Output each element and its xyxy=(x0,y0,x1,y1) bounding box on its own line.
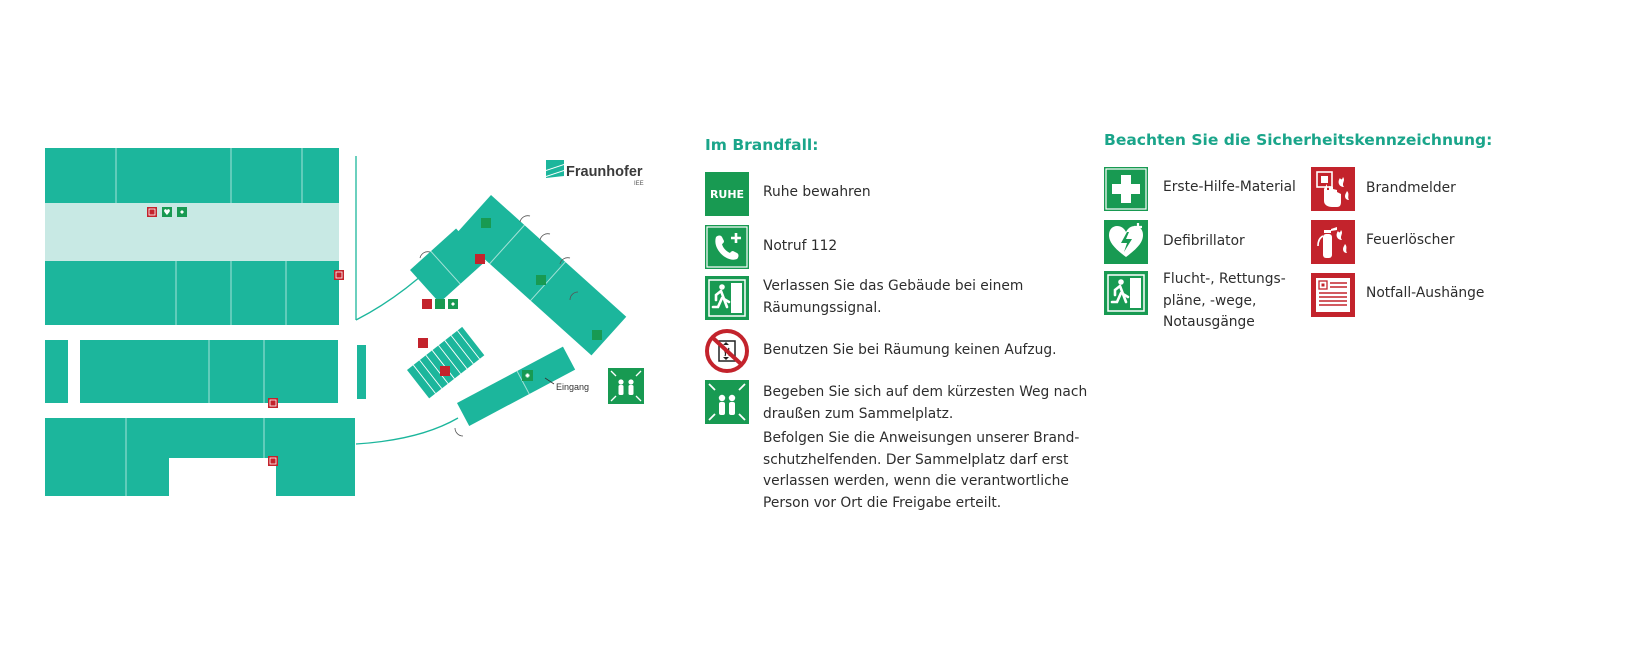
safety-right-1: Brandmelder xyxy=(1366,180,1456,196)
fire-item-5: Begeben Sie sich auf dem kürzesten Weg n… xyxy=(763,384,1088,422)
fire-item-4: Benutzen Sie bei Räumung keinen Aufzug. xyxy=(763,342,1057,358)
first-aid-marker xyxy=(522,370,533,381)
safety-left-3: Flucht-, Rettungs- pläne, -wege, Notausg… xyxy=(1163,271,1286,330)
entrance-label: Eingang xyxy=(556,382,589,392)
first-aid-marker xyxy=(448,299,458,309)
svg-text:♥: ♥ xyxy=(163,208,170,217)
logo-sub: IEE xyxy=(634,181,644,187)
fire-note: Befolgen Sie die Anweisungen unserer Bra… xyxy=(763,430,1080,511)
defibrillator-icon xyxy=(1104,220,1148,264)
fire-alarm-marker xyxy=(418,338,428,348)
fraunhofer-logo: Fraunhofer IEE xyxy=(546,160,644,187)
fire-heading: Im Brandfall: xyxy=(705,136,819,154)
fire-item-3: Verlassen Sie das Gebäude bei einem Räum… xyxy=(763,278,1024,316)
exit-marker xyxy=(481,218,491,228)
assembly-point-map-icon xyxy=(608,368,644,404)
building-right xyxy=(407,195,627,437)
floor-plan: ♥ Eingang Fra xyxy=(45,148,644,496)
assembly-point-icon xyxy=(705,380,749,424)
emergency-notice-icon xyxy=(1311,273,1355,317)
ruhe-sign-icon: RUHE xyxy=(705,172,749,216)
fire-item-1: Ruhe bewahren xyxy=(763,184,871,200)
emergency-exit-icon xyxy=(705,276,749,320)
no-elevator-icon xyxy=(705,329,749,373)
first-aid-icon xyxy=(1104,167,1148,211)
building-left xyxy=(45,148,459,496)
escape-route-icon xyxy=(1104,271,1148,315)
ruhe-icon-text: RUHE xyxy=(710,188,744,201)
fire-item-2: Notruf 112 xyxy=(763,238,838,254)
safety-left-2: Defibrillator xyxy=(1163,233,1245,249)
fire-alarm-marker xyxy=(422,299,432,309)
fire-alarm-marker xyxy=(268,456,278,466)
map-markers: ♥ xyxy=(147,207,602,466)
safety-heading: Beachten Sie die Sicherheitskennzeichnun… xyxy=(1104,131,1493,149)
emergency-phone-icon xyxy=(705,225,749,269)
fire-alarm-marker xyxy=(440,366,450,376)
first-aid-marker xyxy=(177,207,187,217)
fire-extinguisher-icon xyxy=(1311,220,1355,264)
fire-alarm-icon xyxy=(1311,167,1355,211)
fire-alarm-marker xyxy=(334,270,344,280)
safety-right-2: Feuerlöscher xyxy=(1366,232,1455,248)
safety-right-3: Notfall-Aushänge xyxy=(1366,285,1485,301)
fire-alarm-marker xyxy=(475,254,485,264)
defibrillator-marker xyxy=(435,299,445,309)
logo-name: Fraunhofer xyxy=(566,164,643,180)
safety-left-1: Erste-Hilfe-Material xyxy=(1163,179,1296,195)
defibrillator-marker: ♥ xyxy=(162,207,172,217)
fire-alarm-marker xyxy=(268,398,278,408)
fire-alarm-marker xyxy=(147,207,157,217)
exit-marker xyxy=(592,330,602,340)
exit-marker xyxy=(536,275,546,285)
